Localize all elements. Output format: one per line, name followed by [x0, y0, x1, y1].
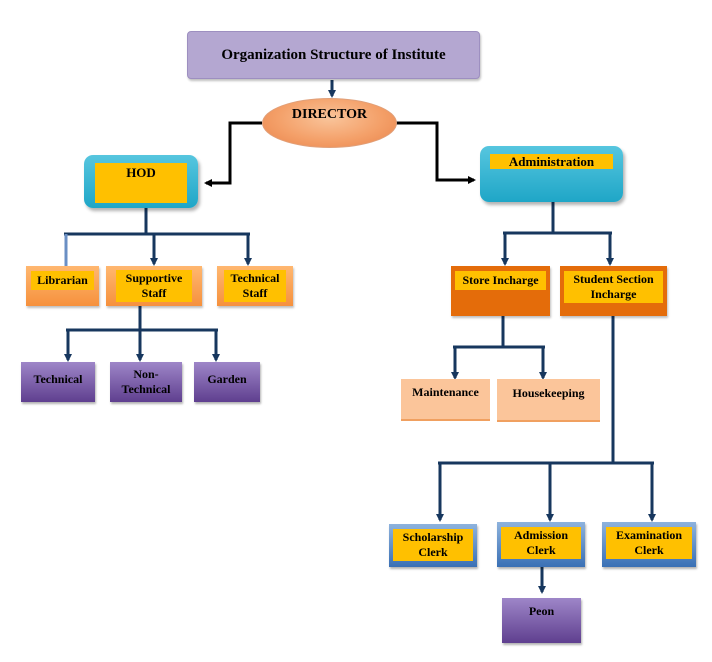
- peon-node: Peon: [502, 598, 581, 643]
- garden-node: Garden: [194, 362, 260, 402]
- housekeeping-label: Housekeeping: [512, 386, 585, 400]
- connector-director-admin: [396, 121, 476, 184]
- chart-title: Organization Structure of Institute: [187, 31, 480, 79]
- librarian-label: Librarian: [31, 271, 94, 290]
- admission-clerk-label: Admission Clerk: [501, 527, 581, 559]
- technical-label: Technical: [33, 372, 83, 386]
- examination-clerk-label: Examination Clerk: [606, 527, 692, 559]
- student-section-incharge-label: Student Section Incharge: [564, 271, 663, 303]
- supportive-staff-node: Supportive Staff: [106, 266, 202, 306]
- store-incharge-label: Store Incharge: [455, 271, 546, 290]
- housekeeping-node: Housekeeping: [497, 379, 600, 422]
- connector-director-hod: [204, 121, 262, 187]
- maintenance-label: Maintenance: [412, 385, 479, 399]
- technical-node: Technical: [21, 362, 95, 402]
- scholarship-clerk-node: Scholarship Clerk: [389, 524, 477, 567]
- non-technical-label: Non- Technical: [121, 367, 171, 396]
- hod-node: HOD: [84, 155, 198, 208]
- store-incharge-node: Store Incharge: [451, 266, 550, 316]
- director-label: DIRECTOR: [291, 107, 368, 122]
- admission-clerk-node: Admission Clerk: [497, 522, 585, 567]
- examination-clerk-node: Examination Clerk: [602, 522, 696, 567]
- scholarship-clerk-label: Scholarship Clerk: [393, 529, 473, 561]
- hod-label: HOD: [95, 163, 187, 203]
- administration-label: Administration: [490, 154, 613, 169]
- student-section-incharge-node: Student Section Incharge: [560, 266, 667, 316]
- chart-title-text: Organization Structure of Institute: [221, 46, 446, 63]
- technical-staff-node: Technical Staff: [217, 266, 293, 306]
- non-technical-node: Non- Technical: [110, 362, 182, 402]
- maintenance-node: Maintenance: [401, 379, 490, 421]
- peon-label: Peon: [528, 604, 555, 618]
- director-node: DIRECTOR: [262, 98, 397, 148]
- technical-staff-label: Technical Staff: [224, 270, 286, 302]
- librarian-node: Librarian: [26, 266, 99, 306]
- administration-node: Administration: [480, 146, 623, 202]
- supportive-staff-label: Supportive Staff: [116, 270, 192, 302]
- garden-label: Garden: [207, 372, 247, 386]
